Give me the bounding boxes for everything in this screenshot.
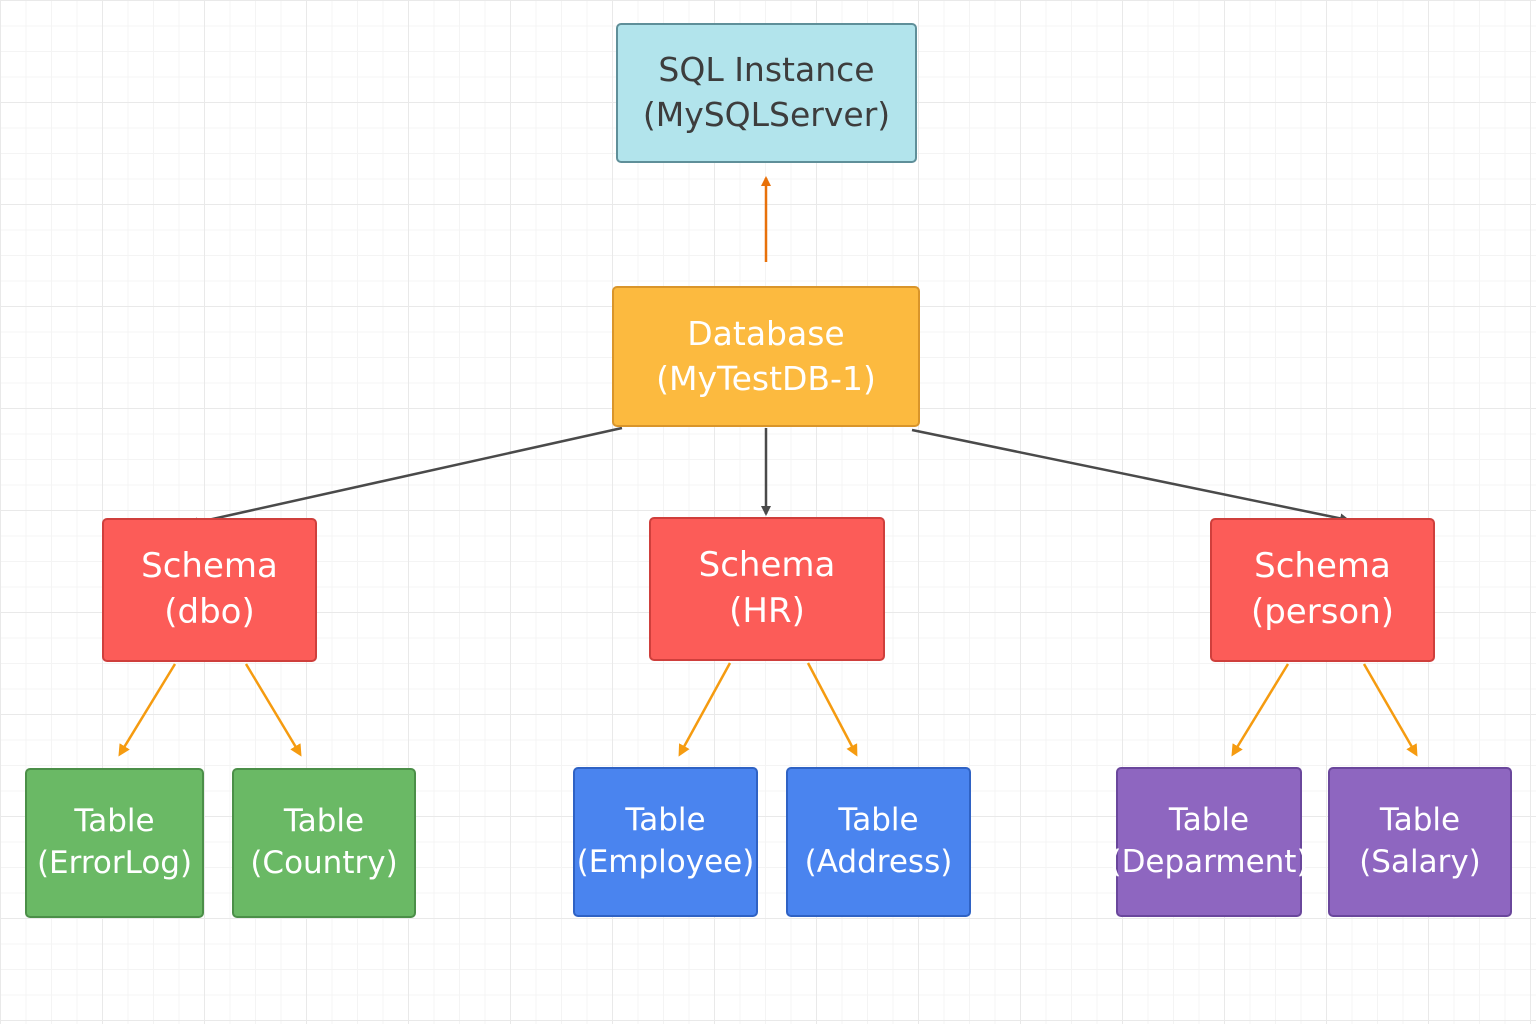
- node-table-name: (Deparment): [1109, 844, 1309, 880]
- node-table-title: Table: [1168, 802, 1250, 839]
- edge-database-to-schema-dbo: [188, 426, 623, 528]
- node-schema-name: (HR): [729, 591, 805, 631]
- edge-schema-hr-to-table-employee: [678, 662, 732, 757]
- node-database-title: Database: [687, 313, 845, 353]
- node-schema-dbo[interactable]: Schema (dbo): [102, 518, 317, 662]
- node-schema-person[interactable]: Schema (person): [1210, 518, 1435, 662]
- edge-schema-dbo-to-table-country: [244, 663, 302, 757]
- node-table-salary[interactable]: Table (Salary): [1328, 767, 1512, 917]
- node-schema-name: (person): [1250, 592, 1395, 632]
- edge-database-to-schema-person: [911, 428, 1350, 524]
- node-table-name: (Country): [250, 845, 398, 881]
- node-database-name: (MyTestDB-1): [656, 358, 876, 398]
- node-schema-title: Schema: [141, 546, 278, 587]
- node-sql-instance-name: (MySQLServer): [642, 95, 891, 134]
- node-table-title: Table: [1379, 802, 1461, 839]
- node-schema-title: Schema: [1254, 546, 1391, 587]
- node-database[interactable]: Database (MyTestDB-1): [612, 286, 920, 427]
- node-sql-instance[interactable]: SQL Instance (MySQLServer): [616, 23, 917, 163]
- node-table-title: Table: [283, 803, 365, 840]
- node-table-title: Table: [74, 803, 155, 840]
- node-schema-title: Schema: [698, 545, 836, 586]
- node-table-name: (ErrorLog): [36, 845, 193, 881]
- node-table-employee[interactable]: Table (Employee): [573, 767, 758, 917]
- edge-schema-hr-to-table-address: [806, 662, 858, 757]
- node-table-address[interactable]: Table (Address): [786, 767, 971, 917]
- node-schema-name: (dbo): [164, 592, 255, 632]
- node-table-title: Table: [838, 802, 919, 839]
- node-table-department[interactable]: Table (Deparment): [1109, 767, 1309, 917]
- node-sql-instance-title: SQL Instance: [658, 50, 875, 90]
- node-table-title: Table: [625, 802, 706, 839]
- edge-schema-dbo-to-table-errorlog: [118, 663, 177, 757]
- node-table-errorlog[interactable]: Table (ErrorLog): [25, 768, 204, 918]
- edge-schema-person-to-table-salary: [1362, 663, 1418, 757]
- node-table-country[interactable]: Table (Country): [232, 768, 416, 918]
- node-table-name: (Employee): [576, 844, 755, 880]
- node-schema-hr[interactable]: Schema (HR): [649, 517, 885, 661]
- edge-schema-person-to-table-department: [1231, 663, 1290, 757]
- node-table-name: (Address): [804, 844, 953, 880]
- node-table-name: (Salary): [1359, 844, 1481, 880]
